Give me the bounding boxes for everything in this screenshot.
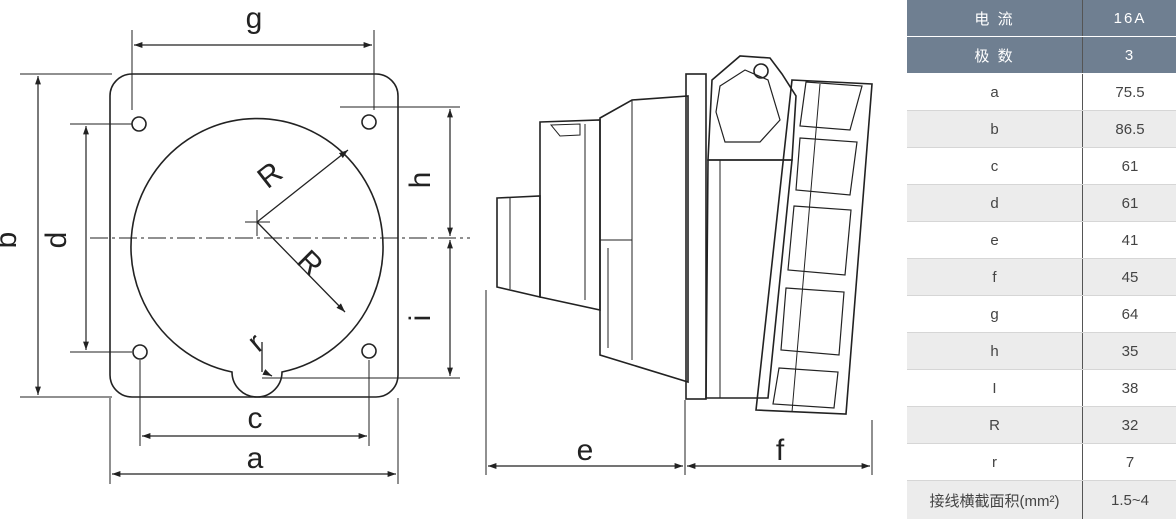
spec-label: 极 数 (907, 36, 1083, 74)
spec-label: c (907, 147, 1083, 185)
spec-label: r (907, 443, 1083, 481)
spec-value: 61 (1082, 184, 1176, 222)
spec-label: 接线横截面积(mm²) (907, 480, 1083, 519)
spec-value: 16A (1082, 0, 1176, 37)
label-d: d (40, 232, 73, 249)
mounting-hole (131, 116, 147, 132)
spec-value: 86.5 (1082, 110, 1176, 148)
technical-drawing: g b d h i c a R R r (0, 2, 873, 484)
mounting-hole (132, 344, 148, 360)
socket-outline (130, 117, 384, 398)
label-c: c (248, 402, 263, 435)
label-b: b (0, 232, 23, 249)
label-R-lower: R (290, 244, 329, 283)
mounting-hole (361, 343, 377, 359)
spec-value: 3 (1082, 36, 1176, 74)
spec-label: I (907, 369, 1083, 407)
spec-label: R (907, 406, 1083, 444)
side-view (496, 55, 873, 415)
spec-label: f (907, 258, 1083, 296)
spec-label: b (907, 110, 1083, 148)
flange-plate (685, 73, 707, 400)
spec-label: 电 流 (907, 0, 1083, 37)
spec-label: d (907, 184, 1083, 222)
label-e: e (577, 434, 594, 467)
spec-value: 41 (1082, 221, 1176, 259)
spec-label: a (907, 73, 1083, 111)
label-f: f (776, 434, 785, 467)
label-i: i (404, 315, 437, 322)
label-g: g (246, 2, 263, 35)
spec-value: 61 (1082, 147, 1176, 185)
spec-value: 35 (1082, 332, 1176, 370)
spec-value: 32 (1082, 406, 1176, 444)
spec-value: 38 (1082, 369, 1176, 407)
spec-value: 1.5~4 (1082, 480, 1176, 519)
spec-label: h (907, 332, 1083, 370)
spec-value: 75.5 (1082, 73, 1176, 111)
label-a: a (247, 442, 264, 475)
side-labels: e f (577, 434, 785, 467)
side-dimensions (485, 290, 873, 475)
spec-value: 64 (1082, 295, 1176, 333)
spec-row: 接线横截面积(mm²)1.5~4 (907, 480, 1176, 519)
radius-lines (256, 149, 349, 377)
label-R-upper: R (251, 156, 288, 195)
mounting-hole (361, 114, 377, 130)
label-h: h (404, 172, 437, 189)
label-r: r (241, 327, 270, 359)
spec-label: e (907, 221, 1083, 259)
spec-value: 7 (1082, 443, 1176, 481)
spec-label: g (907, 295, 1083, 333)
spec-value: 45 (1082, 258, 1176, 296)
center-lines (90, 210, 470, 239)
extension-lines (20, 30, 460, 484)
dimension-lines (35, 42, 453, 477)
